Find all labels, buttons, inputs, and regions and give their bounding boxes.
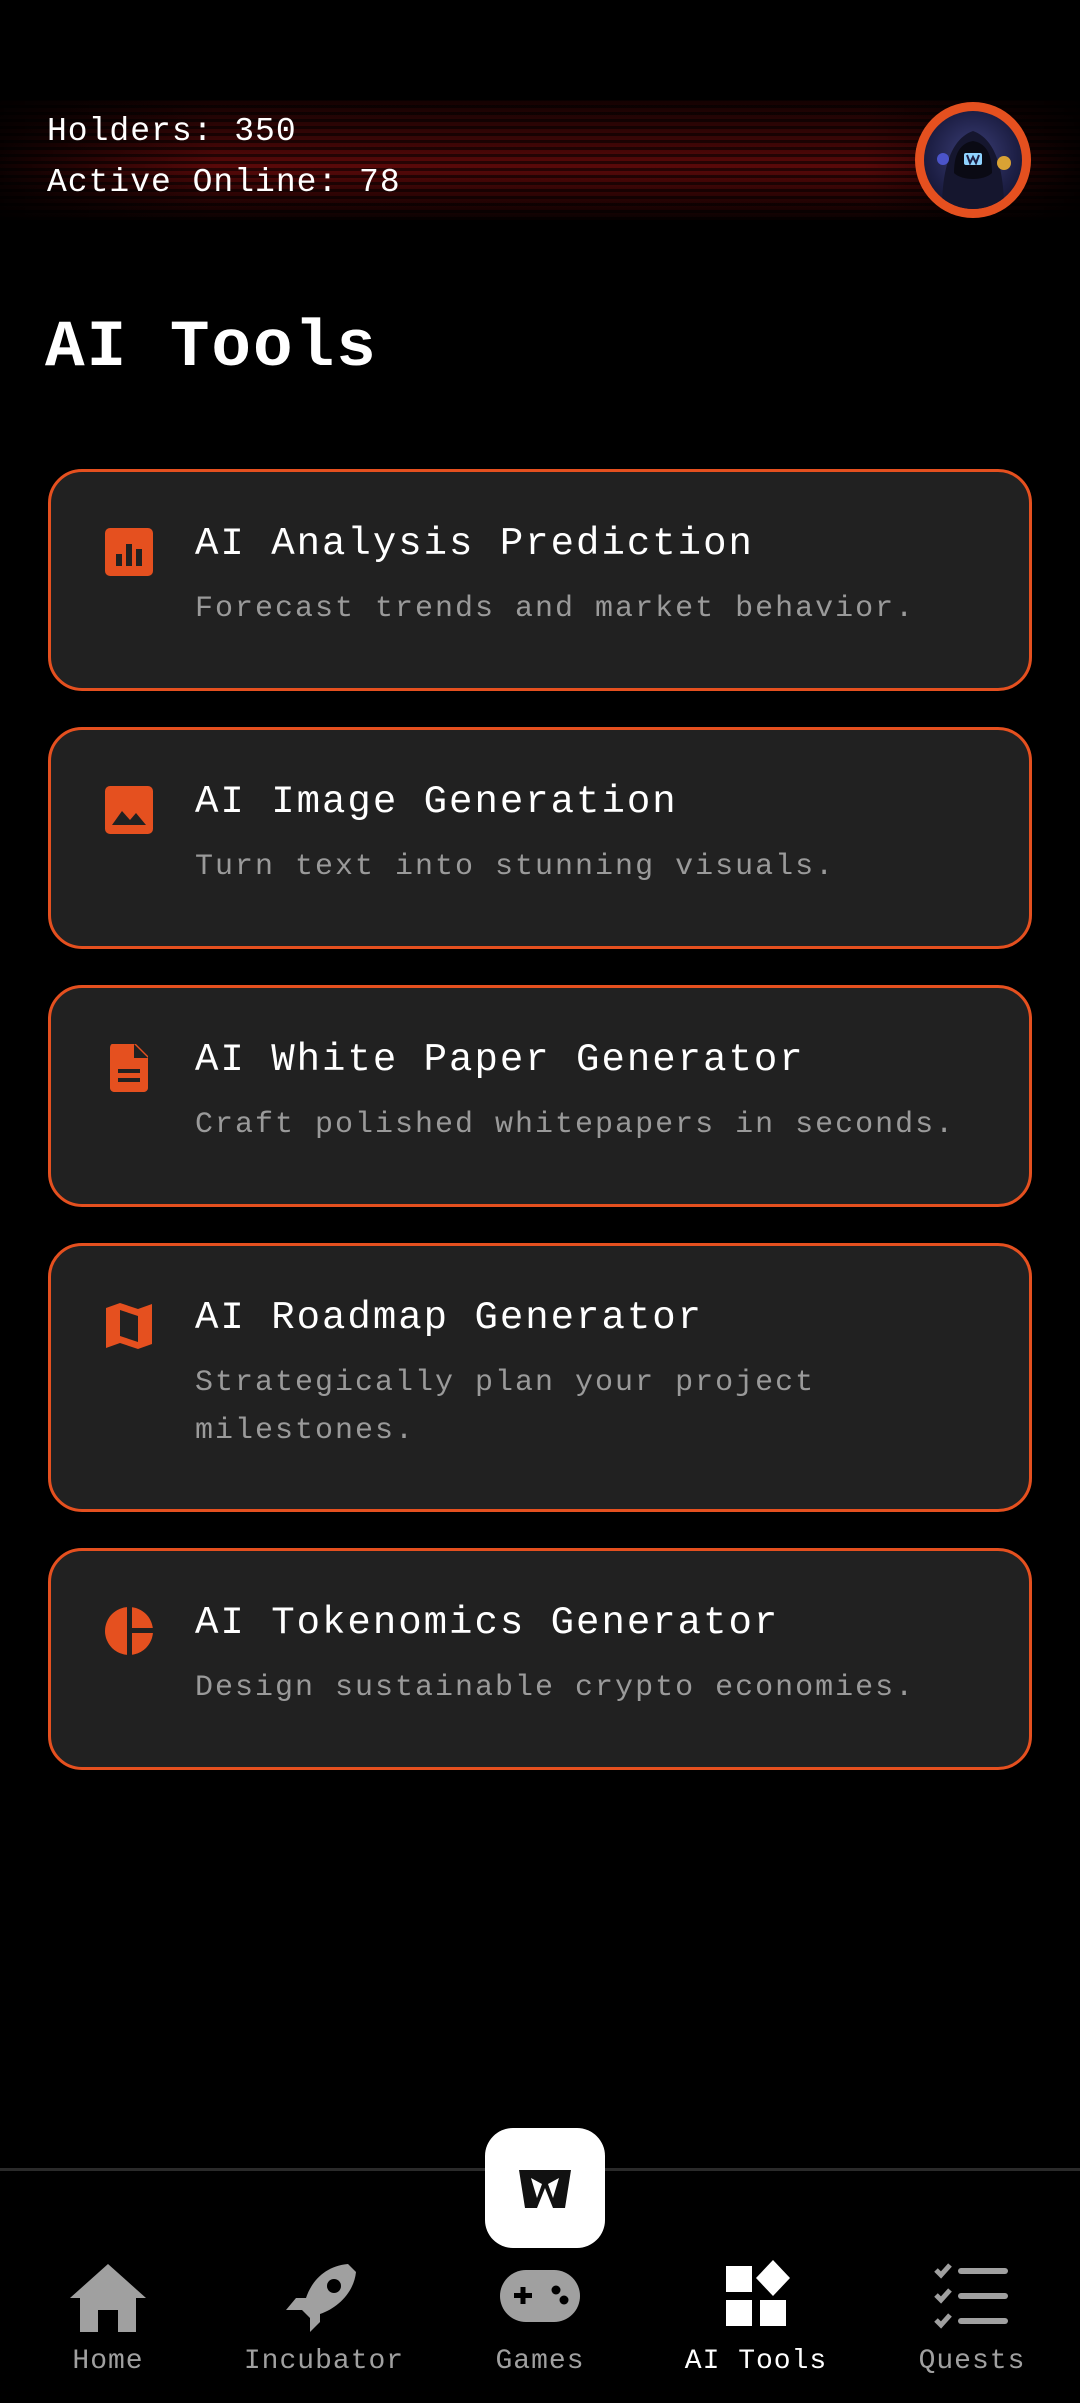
tool-title: AI Roadmap Generator <box>195 1296 704 1340</box>
tool-description: Craft polished whitepapers in seconds. <box>195 1108 956 1142</box>
nav-label: Quests <box>918 2346 1026 2377</box>
tool-card-roadmap[interactable]: AI Roadmap Generator Strategically plan … <box>48 1243 1032 1512</box>
tool-description: Design sustainable crypto economies. <box>195 1671 916 1705</box>
tool-card-white-paper[interactable]: AI White Paper Generator Craft polished … <box>48 985 1032 1207</box>
tool-title: AI Image Generation <box>195 780 678 824</box>
bar-chart-icon <box>105 528 153 576</box>
rocket-icon <box>286 2264 356 2332</box>
community-stats: Holders: 350 Active Online: 78 <box>47 106 401 208</box>
tool-card-image-generation[interactable]: AI Image Generation Turn text into stunn… <box>48 727 1032 949</box>
tool-title: AI Tokenomics Generator <box>195 1601 780 1645</box>
nav-item-ai-tools[interactable]: AI Tools <box>648 2260 864 2400</box>
pie-chart-icon <box>105 1606 155 1656</box>
home-icon <box>70 2264 146 2332</box>
tool-card-tokenomics[interactable]: AI Tokenomics Generator Design sustainab… <box>48 1548 1032 1770</box>
checklist-icon <box>934 2263 1008 2329</box>
nav-label: Incubator <box>243 2346 405 2377</box>
tool-description: Forecast trends and market behavior. <box>195 592 916 626</box>
nav-item-home[interactable]: Home <box>0 2260 216 2400</box>
nav-item-incubator[interactable]: Incubator <box>216 2260 432 2400</box>
tool-card-analysis-prediction[interactable]: AI Analysis Prediction Forecast trends a… <box>48 469 1032 691</box>
nav-label: AI Tools <box>684 2346 828 2377</box>
widgets-icon <box>726 2260 790 2326</box>
active-online-count: Active Online: 78 <box>47 164 401 201</box>
gamepad-icon <box>500 2270 580 2322</box>
header-banner <box>0 100 1080 220</box>
nav-label: Home <box>72 2346 144 2377</box>
tool-title: AI Analysis Prediction <box>195 522 754 566</box>
document-icon <box>110 1044 148 1092</box>
image-icon <box>105 786 153 834</box>
tool-description: Turn text into stunning visuals. <box>195 850 836 884</box>
tool-description: Strategically plan your project mileston… <box>195 1366 816 1448</box>
holders-count: Holders: 350 <box>47 113 297 150</box>
nav-item-quests[interactable]: Quests <box>864 2260 1080 2400</box>
hooded-avatar-image <box>924 111 1022 209</box>
page-title: AI Tools <box>45 310 378 385</box>
map-icon <box>106 1303 152 1349</box>
nav-item-games[interactable]: Games <box>432 2260 648 2400</box>
w-logo-icon <box>519 2170 571 2208</box>
center-logo-button[interactable] <box>485 2128 605 2248</box>
profile-avatar[interactable] <box>915 102 1031 218</box>
nav-label: Games <box>495 2346 585 2377</box>
tool-title: AI White Paper Generator <box>195 1038 805 1082</box>
